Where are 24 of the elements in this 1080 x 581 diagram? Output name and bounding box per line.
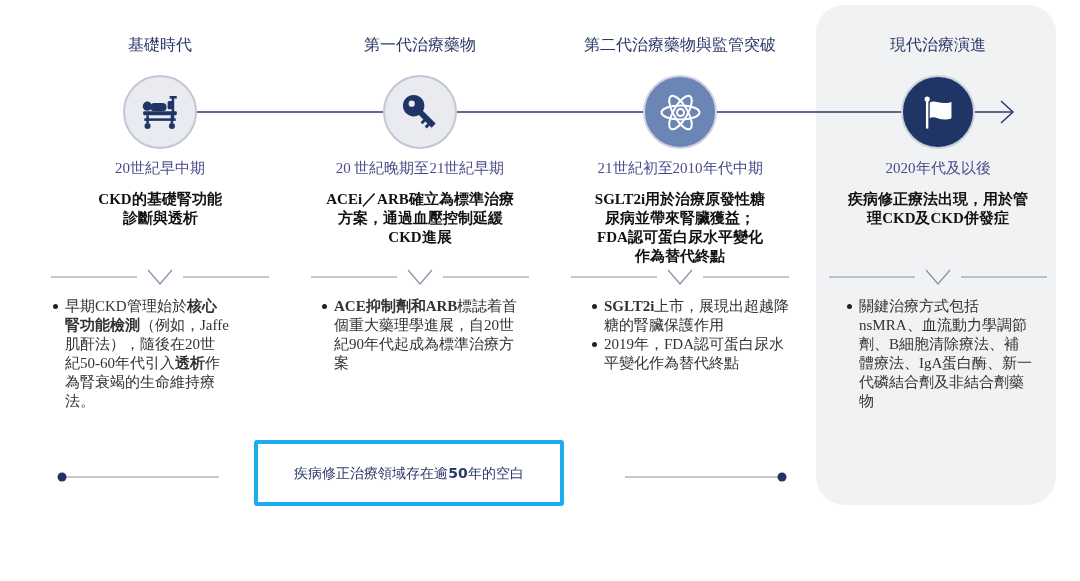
stage-heading: 現代治療演進	[890, 35, 986, 55]
note-box	[254, 440, 564, 506]
note-text: 疾病修正治療領域存在逾50年的空白	[294, 464, 524, 482]
period-label: 21世紀初至2010年代中期	[597, 159, 763, 178]
period-label: 20 世紀晚期至21世紀早期	[335, 159, 505, 178]
summary-text: CKD的基礎腎功能診斷與透析	[97, 190, 223, 228]
bullet-text: 早期CKD管理始於核心腎功能檢測（例如，Jaffe肌酐法），隨後在20世紀50-60年代引入透析作為腎衰竭的生命維持療法。	[65, 297, 229, 411]
period-label: 2020年代及以後	[885, 159, 991, 178]
timeline-line	[716, 111, 902, 113]
stage-heading: 基礎時代	[128, 35, 192, 55]
period-label: 20世紀早中期	[115, 159, 205, 178]
timeline-line	[456, 111, 644, 113]
highlight-panel	[816, 5, 1056, 505]
stage-heading: 第二代治療藥物與監管突破	[584, 35, 776, 55]
summary-text: ACEi／ARB確立為標準治療方案，通過血壓控制延緩CKD進展	[325, 190, 515, 247]
stage-heading: 第一代治療藥物	[364, 35, 476, 55]
bullet-text: ACE抑制劑和ARB標誌着首個重大藥理學進展，自20世紀90年代起成為標準治療方案	[334, 297, 519, 373]
timeline-arrow	[974, 100, 1014, 124]
bullet-text: SGLT2i上市，展現出超越降糖的腎臟保護作用	[604, 297, 791, 335]
bullet-text: 關鍵治療方式包括nsMRA、血流動力學調節劑、B細胞清除療法、補體療法、IgA蛋白酶、新一代磷結合劑及非結合劑藥物	[859, 297, 1033, 411]
bullet-text: 2019年，FDA認可蛋白尿水平變化作為替代終點	[604, 335, 785, 373]
timeline-line	[196, 111, 384, 113]
summary-text: SGLT2i用於治療原發性糖尿病並帶來腎臟獲益；FDA認可蛋白尿水平變化作為替代終點	[594, 190, 766, 266]
summary-text: 疾病修正療法出現，用於管理CKD及CKD併發症	[847, 190, 1029, 228]
